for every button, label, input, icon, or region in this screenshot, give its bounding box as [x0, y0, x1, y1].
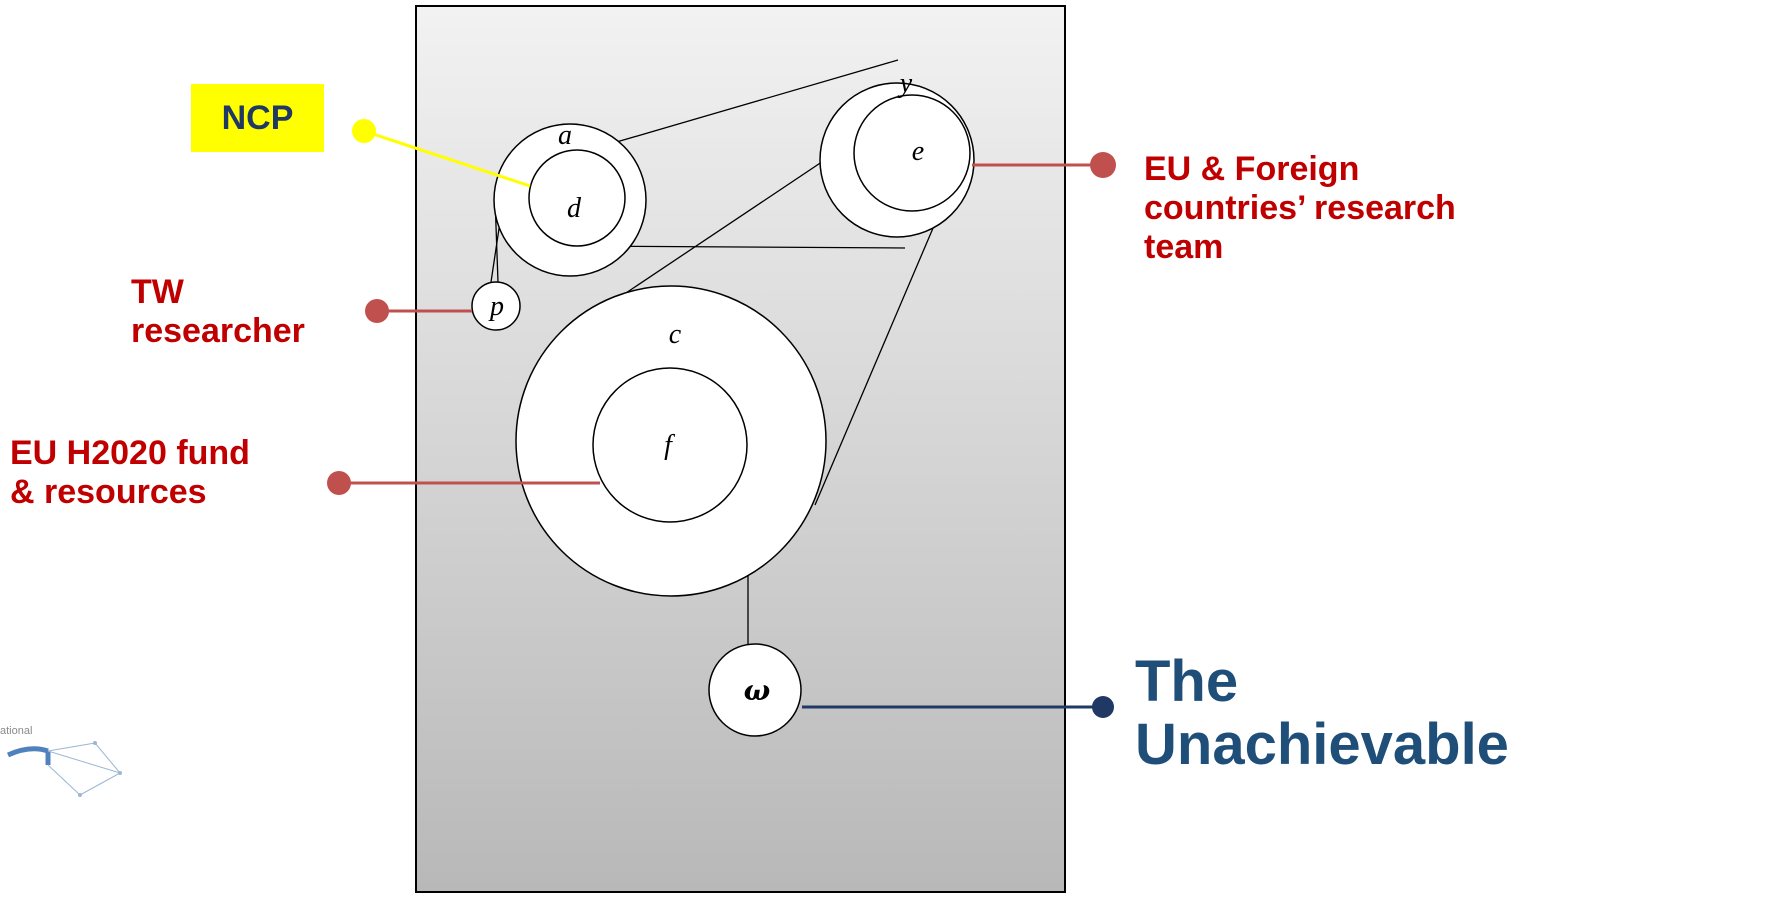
eu-fund-label: EU H2020 fund & resources	[10, 434, 250, 512]
ncp-label-box: NCP	[191, 84, 324, 152]
edge-c-e-right	[814, 199, 946, 506]
fund-connector-dot	[327, 471, 351, 495]
logo-text: ational	[0, 725, 33, 737]
network-logo-icon	[6, 741, 122, 797]
node-d-circle	[528, 149, 626, 247]
network-edges	[490, 59, 946, 645]
eu-foreign-line-1: EU & Foreign	[1144, 150, 1360, 188]
node-e-label: e	[912, 136, 924, 167]
eu-foreign-line-2: countries’ research	[1144, 189, 1456, 228]
edge-d-e	[577, 245, 906, 249]
ncp-connector-line	[363, 129, 531, 188]
tw-researcher-line-1: TW	[131, 273, 184, 311]
eu-foreign-label: EU & Foreign countries’ research team	[1144, 150, 1456, 267]
partial-logo: ational	[0, 725, 205, 825]
eu-fund-line-1: EU H2020 fund	[10, 434, 250, 472]
node-p-circle	[471, 281, 521, 331]
node-f-label: f	[664, 430, 675, 461]
node-p-label: p	[488, 291, 504, 322]
node-omega-circle	[708, 643, 802, 737]
node-omega-label: ω	[744, 674, 771, 707]
unachievable-label: The Unachievable	[1135, 649, 1509, 777]
node-e-circle	[853, 94, 971, 212]
unachievable-connector-dot	[1092, 696, 1114, 718]
node-a-label: a	[558, 120, 572, 151]
node-c-label: c	[669, 319, 682, 350]
ncp-connector-dot	[352, 119, 376, 143]
node-y-label: y	[897, 68, 913, 99]
tw-connector-dot	[365, 299, 389, 323]
callout-connectors	[327, 119, 1116, 718]
edge-a-p-2	[490, 221, 501, 283]
network-nodes	[471, 82, 975, 737]
edge-d-y	[571, 59, 899, 156]
tw-researcher-label: TW researcher	[131, 273, 305, 351]
foreign-connector-dot	[1090, 152, 1116, 178]
node-f-circle	[592, 367, 748, 523]
eu-fund-line-2: & resources	[10, 473, 207, 512]
unachievable-line-2: Unachievable	[1135, 711, 1509, 777]
unachievable-line-1: The	[1135, 649, 1239, 714]
eu-foreign-line-3: team	[1144, 228, 1224, 267]
node-d-label: d	[567, 193, 582, 224]
ncp-label: NCP	[221, 98, 294, 137]
tw-researcher-line-2: researcher	[131, 312, 305, 351]
